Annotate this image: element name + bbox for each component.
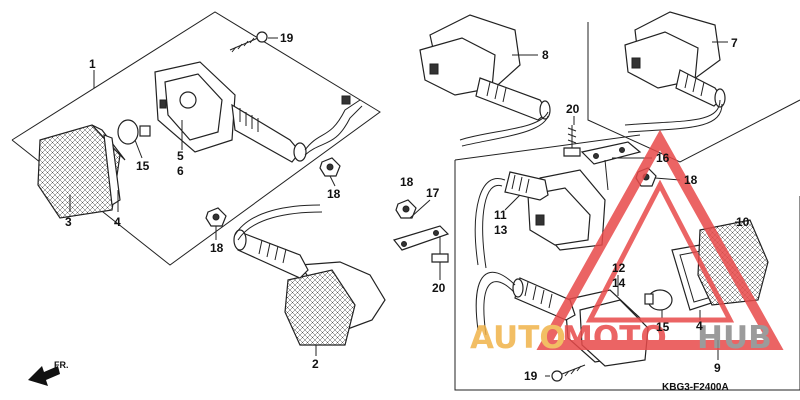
screw-19-bottom — [551, 364, 586, 382]
turn-signal-7 — [624, 11, 726, 133]
callout-20-b: 20 — [432, 281, 446, 295]
callout-18-b: 18 — [210, 241, 224, 255]
callout-6: 6 — [177, 164, 184, 178]
callout-14: 14 — [612, 276, 626, 290]
callout-5: 5 — [177, 149, 184, 163]
watermark-text-moto: MOTO — [562, 320, 667, 356]
watermark-logo: AUTO MOTO HUB — [470, 129, 784, 356]
callout-11: 11 — [494, 208, 507, 222]
callout-1: 1 — [89, 57, 96, 71]
callout-8: 8 — [542, 48, 549, 62]
turn-signal-11-13 — [474, 169, 606, 269]
callout-18-a: 18 — [327, 187, 341, 201]
bulb-15-right — [644, 289, 673, 311]
watermark-triangle — [536, 129, 784, 350]
callout-12: 12 — [612, 261, 626, 275]
watermark-text-auto: AUTO — [470, 320, 566, 356]
callout-2: 2 — [312, 357, 319, 371]
callout-18-d: 18 — [684, 173, 698, 187]
gasket-4 — [103, 134, 121, 207]
callout-7: 7 — [731, 36, 738, 50]
callout-20-a: 20 — [566, 102, 580, 116]
callout-16: 16 — [656, 151, 670, 165]
watermark-text-hub: HUB — [697, 320, 772, 356]
turn-signal-8 — [419, 14, 551, 147]
nut-18-left-top — [319, 157, 341, 177]
bolt-20-bottom — [431, 236, 449, 263]
callout-18-c: 18 — [400, 175, 414, 189]
front-direction-arrow: FR. — [28, 360, 69, 386]
callout-19-b: 19 — [524, 369, 538, 383]
screw-19-left — [229, 31, 268, 53]
callout-15-right: 15 — [656, 320, 670, 334]
group-box-right-bottom — [454, 160, 800, 391]
group-box-right-top — [587, 22, 800, 163]
nut-18-left-mid — [205, 207, 227, 227]
bolt-20-top — [563, 125, 581, 157]
callout-17: 17 — [426, 186, 440, 200]
nut-18-center — [395, 199, 417, 219]
callout-10: 10 — [736, 215, 750, 229]
turn-signal-2 — [233, 204, 386, 346]
bracket-17 — [392, 225, 450, 251]
group-box-left — [11, 11, 381, 266]
callout-4-right: 4 — [696, 319, 703, 333]
callout-4: 4 — [114, 215, 121, 229]
housing-5-6 — [154, 61, 363, 163]
callout-3: 3 — [65, 215, 72, 229]
bulb-15 — [117, 119, 151, 145]
callout-15-left: 15 — [136, 159, 150, 173]
callout-13: 13 — [494, 223, 508, 237]
callout-19-a: 19 — [280, 31, 294, 45]
callout-9: 9 — [714, 361, 721, 375]
bracket-16 — [580, 141, 642, 191]
front-direction-label: FR. — [54, 360, 69, 370]
diagram-code: KBG3-F2400A — [662, 382, 729, 393]
